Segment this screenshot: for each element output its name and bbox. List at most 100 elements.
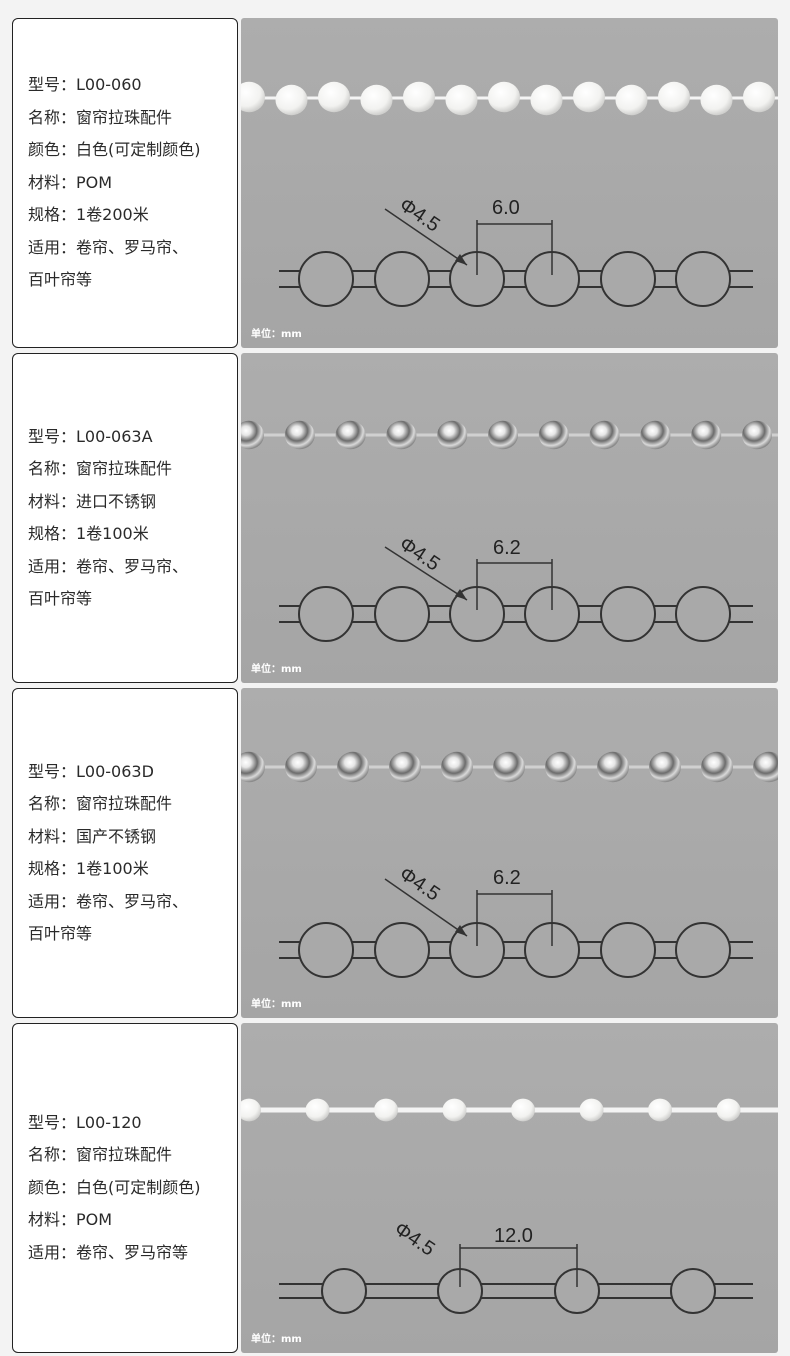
chain-bead xyxy=(640,420,671,450)
chain-bead xyxy=(658,81,690,113)
pitch-label: 6.2 xyxy=(493,867,521,889)
product-photo-panel: 6.0 Φ4.5 单位：mm xyxy=(241,18,778,348)
spec-line: 规格：1卷100米 xyxy=(28,859,149,878)
unit-label: 单位：mm xyxy=(251,329,302,340)
chain-bead xyxy=(437,420,468,450)
spec-line: 型号：L00-063A xyxy=(28,426,153,446)
dimension-diagram xyxy=(279,208,753,307)
chain-bead xyxy=(700,84,733,116)
spec-line: 材料：POM xyxy=(28,172,113,192)
chain-bead xyxy=(441,751,473,783)
chain-bead xyxy=(545,751,577,783)
pitch-label: 6.2 xyxy=(493,537,521,559)
bead-chain-photo xyxy=(241,420,778,450)
spec-list: 型号：L00-120 名称：窗帘拉珠配件 颜色：白色(可定制颜色) 材料：POM… xyxy=(28,1024,233,1352)
chain-bead xyxy=(241,81,265,113)
chain-bead xyxy=(374,1098,398,1122)
chain-bead xyxy=(335,420,366,450)
chain-bead xyxy=(597,751,629,783)
unit-label: 单位：mm xyxy=(251,664,302,675)
pitch-label: 12.0 xyxy=(494,1225,533,1247)
spec-line: 名称：窗帘拉珠配件 xyxy=(28,107,173,127)
spec-line: 型号：L00-060 xyxy=(28,75,142,95)
spec-line: 百叶帘等 xyxy=(28,924,93,943)
spec-line: 适用：卷帘、罗马帘、 xyxy=(28,237,189,257)
chain-bead xyxy=(538,420,569,450)
chain-bead xyxy=(716,1098,741,1122)
bead-chain-photo xyxy=(241,1098,778,1122)
chain-bead xyxy=(753,751,778,783)
chain-bead xyxy=(305,1098,330,1122)
pitch-label: 6.0 xyxy=(492,197,520,219)
diameter-label: Φ4.5 xyxy=(390,1218,439,1261)
bead-chain-drawing: 6.2 Φ4.5 xyxy=(241,420,778,642)
spec-line: 规格：1卷100米 xyxy=(28,524,149,543)
dimension-diagram xyxy=(279,1244,753,1314)
product-row-1: 型号：L00-060 名称：窗帘拉珠配件 颜色：白色(可定制颜色) 材料：POM… xyxy=(12,18,778,348)
spec-card: 型号：L00-060 名称：窗帘拉珠配件 颜色：白色(可定制颜色) 材料：POM… xyxy=(12,18,238,348)
spec-line: 型号：L00-120 xyxy=(28,1112,142,1132)
dimension-diagram xyxy=(279,546,753,642)
diameter-label: Φ4.5 xyxy=(395,194,444,237)
spec-line: 材料：POM xyxy=(28,1210,113,1230)
chain-bead xyxy=(493,751,525,783)
chain-bead xyxy=(285,751,317,783)
spec-line: 适用：卷帘、罗马帘等 xyxy=(28,1242,189,1262)
chain-bead xyxy=(241,420,264,450)
bead-chain-photo xyxy=(241,751,778,783)
product-row-3: 型号：L00-063D 名称：窗帘拉珠配件 材料：国产不锈钢 规格：1卷100米… xyxy=(12,688,778,1018)
chain-bead xyxy=(360,84,393,116)
spec-list: 型号：L00-060 名称：窗帘拉珠配件 颜色：白色(可定制颜色) 材料：POM… xyxy=(28,19,233,347)
spec-line: 颜色：白色(可定制颜色) xyxy=(28,140,201,160)
spec-list: 型号：L00-063A 名称：窗帘拉珠配件 材料：进口不锈钢 规格：1卷100米… xyxy=(28,354,233,682)
chain-bead xyxy=(649,751,681,783)
spec-line: 规格：1卷200米 xyxy=(28,205,149,225)
spec-list: 型号：L00-063D 名称：窗帘拉珠配件 材料：国产不锈钢 规格：1卷100米… xyxy=(28,689,233,1017)
unit-label: 单位：mm xyxy=(251,1334,302,1345)
spec-line: 百叶帘等 xyxy=(28,589,93,608)
chain-bead xyxy=(284,420,315,450)
chain-bead xyxy=(701,751,733,783)
product-photo-panel: 6.2 Φ4.5 单位：mm xyxy=(241,353,778,683)
product-row-4: 型号：L00-120 名称：窗帘拉珠配件 颜色：白色(可定制颜色) 材料：POM… xyxy=(12,1023,778,1353)
unit-label: 单位：mm xyxy=(251,999,302,1010)
dimension-diagram xyxy=(279,878,753,978)
bead-chain-photo xyxy=(241,81,778,116)
chain-bead xyxy=(386,420,417,450)
chain-bead xyxy=(403,81,435,113)
chain-bead xyxy=(337,751,369,783)
chain-bead xyxy=(743,81,775,113)
chain-bead xyxy=(648,1098,672,1122)
diameter-label: Φ4.5 xyxy=(395,863,444,906)
bead-chain-drawing: 12.0 Φ4.5 xyxy=(241,1098,778,1314)
spec-line: 名称：窗帘拉珠配件 xyxy=(28,1145,173,1165)
spec-line: 颜色：白色(可定制颜色) xyxy=(28,1177,201,1197)
product-row-2: 型号：L00-063A 名称：窗帘拉珠配件 材料：进口不锈钢 规格：1卷100米… xyxy=(12,353,778,683)
chain-bead xyxy=(589,420,620,450)
spec-card: 型号：L00-120 名称：窗帘拉珠配件 颜色：白色(可定制颜色) 材料：POM… xyxy=(12,1023,238,1353)
spec-line: 材料：进口不锈钢 xyxy=(28,491,157,511)
spec-card: 型号：L00-063D 名称：窗帘拉珠配件 材料：国产不锈钢 规格：1卷100米… xyxy=(12,688,238,1018)
spec-card: 型号：L00-063A 名称：窗帘拉珠配件 材料：进口不锈钢 规格：1卷100米… xyxy=(12,353,238,683)
spec-line: 名称：窗帘拉珠配件 xyxy=(28,459,173,478)
chain-bead xyxy=(275,84,308,116)
chain-bead xyxy=(488,81,520,113)
chain-bead xyxy=(579,1098,604,1122)
chain-bead xyxy=(241,1098,261,1122)
chain-bead xyxy=(691,420,722,450)
spec-line: 材料：国产不锈钢 xyxy=(28,826,157,846)
chain-bead xyxy=(573,81,605,113)
chain-bead xyxy=(445,84,478,116)
chain-bead xyxy=(742,420,772,450)
chain-bead xyxy=(530,84,563,116)
chain-bead xyxy=(241,751,265,783)
product-photo-panel: 6.2 Φ4.5 单位：mm xyxy=(241,688,778,1018)
spec-line: 型号：L00-063D xyxy=(28,761,154,781)
spec-line: 名称：窗帘拉珠配件 xyxy=(28,794,173,813)
chain-bead xyxy=(511,1098,535,1122)
chain-bead xyxy=(318,81,350,113)
product-photo-panel: 12.0 Φ4.5 单位：mm xyxy=(241,1023,778,1353)
chain-bead xyxy=(615,84,648,116)
chain-bead xyxy=(488,420,518,450)
bead-chain-drawing: 6.2 Φ4.5 xyxy=(241,751,778,978)
